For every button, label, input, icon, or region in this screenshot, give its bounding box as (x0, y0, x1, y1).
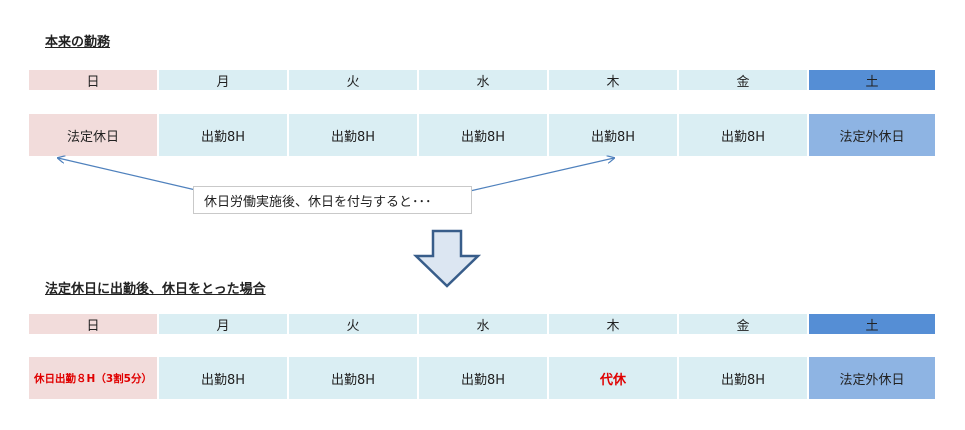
s1-cell-fri: 出勤8H (679, 114, 807, 156)
callout-box: 休日労働実施後、休日を付与すると･･･ (193, 186, 472, 214)
arrow-to-thursday (469, 158, 614, 192)
s2-cell-fri: 出勤8H (679, 357, 807, 399)
s2-cell-tue: 出勤8H (289, 357, 417, 399)
s1-day-wed: 水 (419, 70, 547, 90)
s1-cell-wed: 出勤8H (419, 114, 547, 156)
s2-day-wed: 水 (419, 314, 547, 334)
section2-title: 法定休日に出勤後、休日をとった場合 (45, 282, 266, 297)
s1-day-fri: 金 (679, 70, 807, 90)
s2-day-mon: 月 (159, 314, 287, 334)
section2-schedule-row: 休日出勤８H（3割5分） 出勤8H 出勤8H 出勤8H 代休 出勤8H 法定外休… (29, 357, 935, 399)
s2-day-tue: 火 (289, 314, 417, 334)
s1-day-tue: 火 (289, 70, 417, 90)
s1-day-sun: 日 (29, 70, 157, 90)
s1-cell-sat: 法定外休日 (809, 114, 935, 156)
s2-cell-mon: 出勤8H (159, 357, 287, 399)
s1-cell-mon: 出勤8H (159, 114, 287, 156)
s2-day-fri: 金 (679, 314, 807, 334)
s2-cell-thu-substitute-holiday: 代休 (549, 357, 677, 399)
arrow-to-sunday (58, 158, 201, 192)
section2-day-header-row: 日 月 火 水 木 金 土 (29, 314, 935, 334)
s2-cell-sun-holiday-work: 休日出勤８H（3割5分） (29, 357, 157, 399)
s2-day-sat: 土 (809, 314, 935, 334)
section1-day-header-row: 日 月 火 水 木 金 土 (29, 70, 935, 90)
s1-day-mon: 月 (159, 70, 287, 90)
section1-schedule-row: 法定休日 出勤8H 出勤8H 出勤8H 出勤8H 出勤8H 法定外休日 (29, 114, 935, 156)
s1-day-sat: 土 (809, 70, 935, 90)
s1-day-thu: 木 (549, 70, 677, 90)
s1-cell-tue: 出勤8H (289, 114, 417, 156)
down-arrow-icon (412, 229, 482, 288)
s2-cell-wed: 出勤8H (419, 357, 547, 399)
s1-cell-sun: 法定休日 (29, 114, 157, 156)
s1-cell-thu: 出勤8H (549, 114, 677, 156)
s2-day-sun: 日 (29, 314, 157, 334)
s2-cell-sat: 法定外休日 (809, 357, 935, 399)
s2-day-thu: 木 (549, 314, 677, 334)
section1-title: 本来の勤務 (45, 35, 111, 50)
